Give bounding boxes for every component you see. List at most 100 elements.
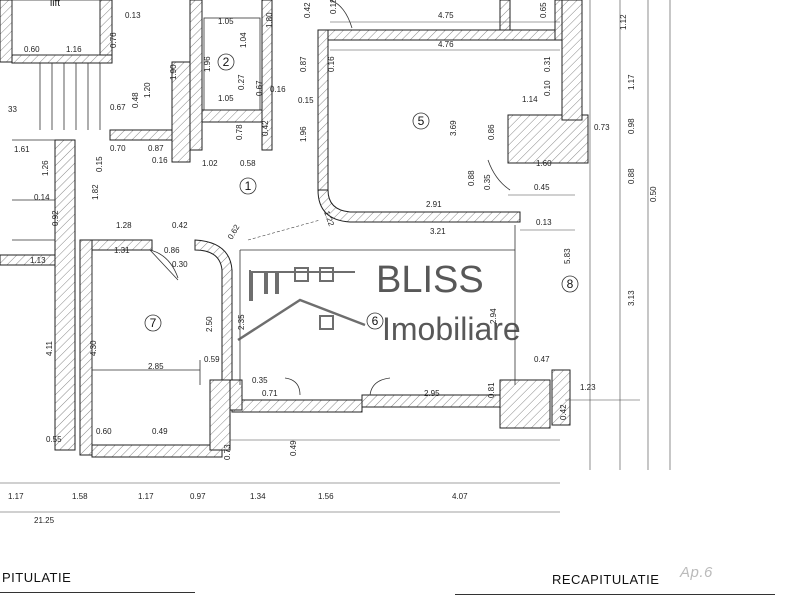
dim-text: 1.05 — [218, 94, 234, 103]
dim-text: 2.94 — [489, 308, 498, 324]
dim-text: 0.45 — [534, 183, 550, 192]
dim-text: 1.23 — [580, 383, 596, 392]
dim-text: 33 — [8, 105, 17, 114]
dim-text: 1.90 — [169, 64, 178, 80]
dim-text: 0.16 — [327, 56, 336, 72]
dim-text: 1.82 — [91, 184, 100, 200]
dim-text: 0.86 — [164, 246, 180, 255]
room-labels: 2 1 5 7 6 8 lift — [50, 0, 579, 332]
dim-text: 1.28 — [116, 221, 132, 230]
dim-text: 0.88 — [467, 170, 476, 186]
dim-text: 0.16 — [152, 156, 168, 165]
dim-text: 1.16 — [66, 45, 82, 54]
walls — [0, 0, 589, 458]
dim-text: 0.67 — [110, 103, 126, 112]
dim-text: 1.26 — [41, 160, 50, 176]
dim-text: 1.17 — [8, 492, 24, 501]
dim-text: 1.17 — [627, 74, 636, 90]
dim-text: 0.14 — [34, 193, 50, 202]
dim-text: 1.60 — [536, 159, 552, 168]
dim-text: 0.30 — [172, 260, 188, 269]
dim-text: 1.17 — [138, 492, 154, 501]
dim-text: 0.10 — [543, 80, 552, 96]
dim-text: 0.16 — [270, 85, 286, 94]
dim-text: 0.76 — [109, 32, 118, 48]
dim-text: 0.88 — [627, 168, 636, 184]
dim-text: 1.80 — [265, 12, 274, 28]
dim-text: 0.65 — [539, 2, 548, 18]
dim-text: 0.87 — [299, 56, 308, 72]
dim-text: 0.60 — [96, 427, 112, 436]
recap-left-table-edge — [0, 592, 195, 593]
dim-text: 2.35 — [237, 314, 246, 330]
dim-text: 0.13 — [536, 218, 552, 227]
room-5-label: 5 — [418, 114, 425, 128]
dim-text: 0.48 — [131, 92, 140, 108]
dim-text: 0.71 — [262, 389, 278, 398]
dim-text: 0.60 — [24, 45, 40, 54]
recap-left-title: PITULATIE — [2, 570, 72, 585]
dim-text: 0.35 — [483, 174, 492, 190]
room-7-label: 7 — [150, 316, 157, 330]
dim-text: 0.73 — [594, 123, 610, 132]
dim-text: 0.42 — [172, 221, 188, 230]
dim-text: 0.67 — [255, 80, 264, 96]
dim-text: 0.58 — [240, 159, 256, 168]
room-8-label: 8 — [567, 277, 574, 291]
dim-text: 2.50 — [205, 316, 214, 332]
dim-text: 0.42 — [559, 404, 568, 420]
dim-text: 0.62 — [226, 223, 242, 241]
dim-text: 2.95 — [424, 389, 440, 398]
dim-text: 1.05 — [218, 17, 234, 26]
dim-text: 0.49 — [289, 440, 298, 456]
plan-outlines — [12, 0, 516, 445]
dim-text: 1.31 — [114, 246, 130, 255]
dim-text: 0.15 — [95, 156, 104, 172]
dim-text: 0.50 — [649, 186, 658, 202]
dim-text: 1.02 — [202, 159, 218, 168]
lift-label: lift — [50, 0, 60, 9]
dim-text: 2.85 — [148, 362, 164, 371]
dim-text: 4.07 — [452, 492, 468, 501]
dim-text: 0.47 — [534, 355, 550, 364]
dim-text: 0.70 — [110, 144, 126, 153]
logo-sub: Imobiliare — [382, 311, 521, 347]
dim-text: 0.18 — [329, 0, 338, 14]
recap-right-title: RECAPITULATIE — [552, 572, 660, 587]
dim-text: 3.13 — [627, 290, 636, 306]
room-6-label: 6 — [372, 314, 379, 328]
corner-mark: Ap.6 — [680, 564, 713, 581]
dim-text: 1.56 — [318, 492, 334, 501]
room-1-label: 1 — [245, 179, 252, 193]
dim-text: 1.61 — [14, 145, 30, 154]
dim-text: 0.49 — [152, 427, 168, 436]
dim-text: 0.81 — [487, 382, 496, 398]
dim-text: 0.73 — [223, 444, 232, 460]
logo-brand: BLISS — [376, 259, 484, 301]
dim-text: 21.25 — [34, 516, 55, 525]
dim-text: 4.11 — [45, 340, 54, 356]
dim-text: 0.78 — [235, 124, 244, 140]
dim-text: 1.13 — [30, 256, 46, 265]
dim-text: 4.76 — [438, 40, 454, 49]
dim-text: 0.97 — [190, 492, 206, 501]
dim-text: 1.34 — [250, 492, 266, 501]
recap-right-table-edge — [455, 594, 775, 595]
dim-text: 1.12 — [619, 14, 628, 30]
dim-text: 0.59 — [204, 355, 220, 364]
dim-text: 1.14 — [522, 95, 538, 104]
dim-text: 3.21 — [430, 227, 446, 236]
dim-text: 0.35 — [252, 376, 268, 385]
dim-text: 0.86 — [487, 124, 496, 140]
dim-text: 0.42 — [303, 2, 312, 18]
dim-text: 0.27 — [237, 74, 246, 90]
dim-text: 0.42 — [261, 120, 270, 136]
dim-text: 0.92 — [51, 210, 60, 226]
dim-text: 1.58 — [72, 492, 88, 501]
dimension-lines — [0, 0, 671, 513]
dim-text: 0.98 — [627, 118, 636, 134]
dim-text: 5.83 — [563, 248, 572, 264]
bliss-logo: BLISS Imobiliare — [237, 259, 521, 347]
dim-text: 1.20 — [143, 82, 152, 98]
room-2-label: 2 — [223, 55, 230, 69]
